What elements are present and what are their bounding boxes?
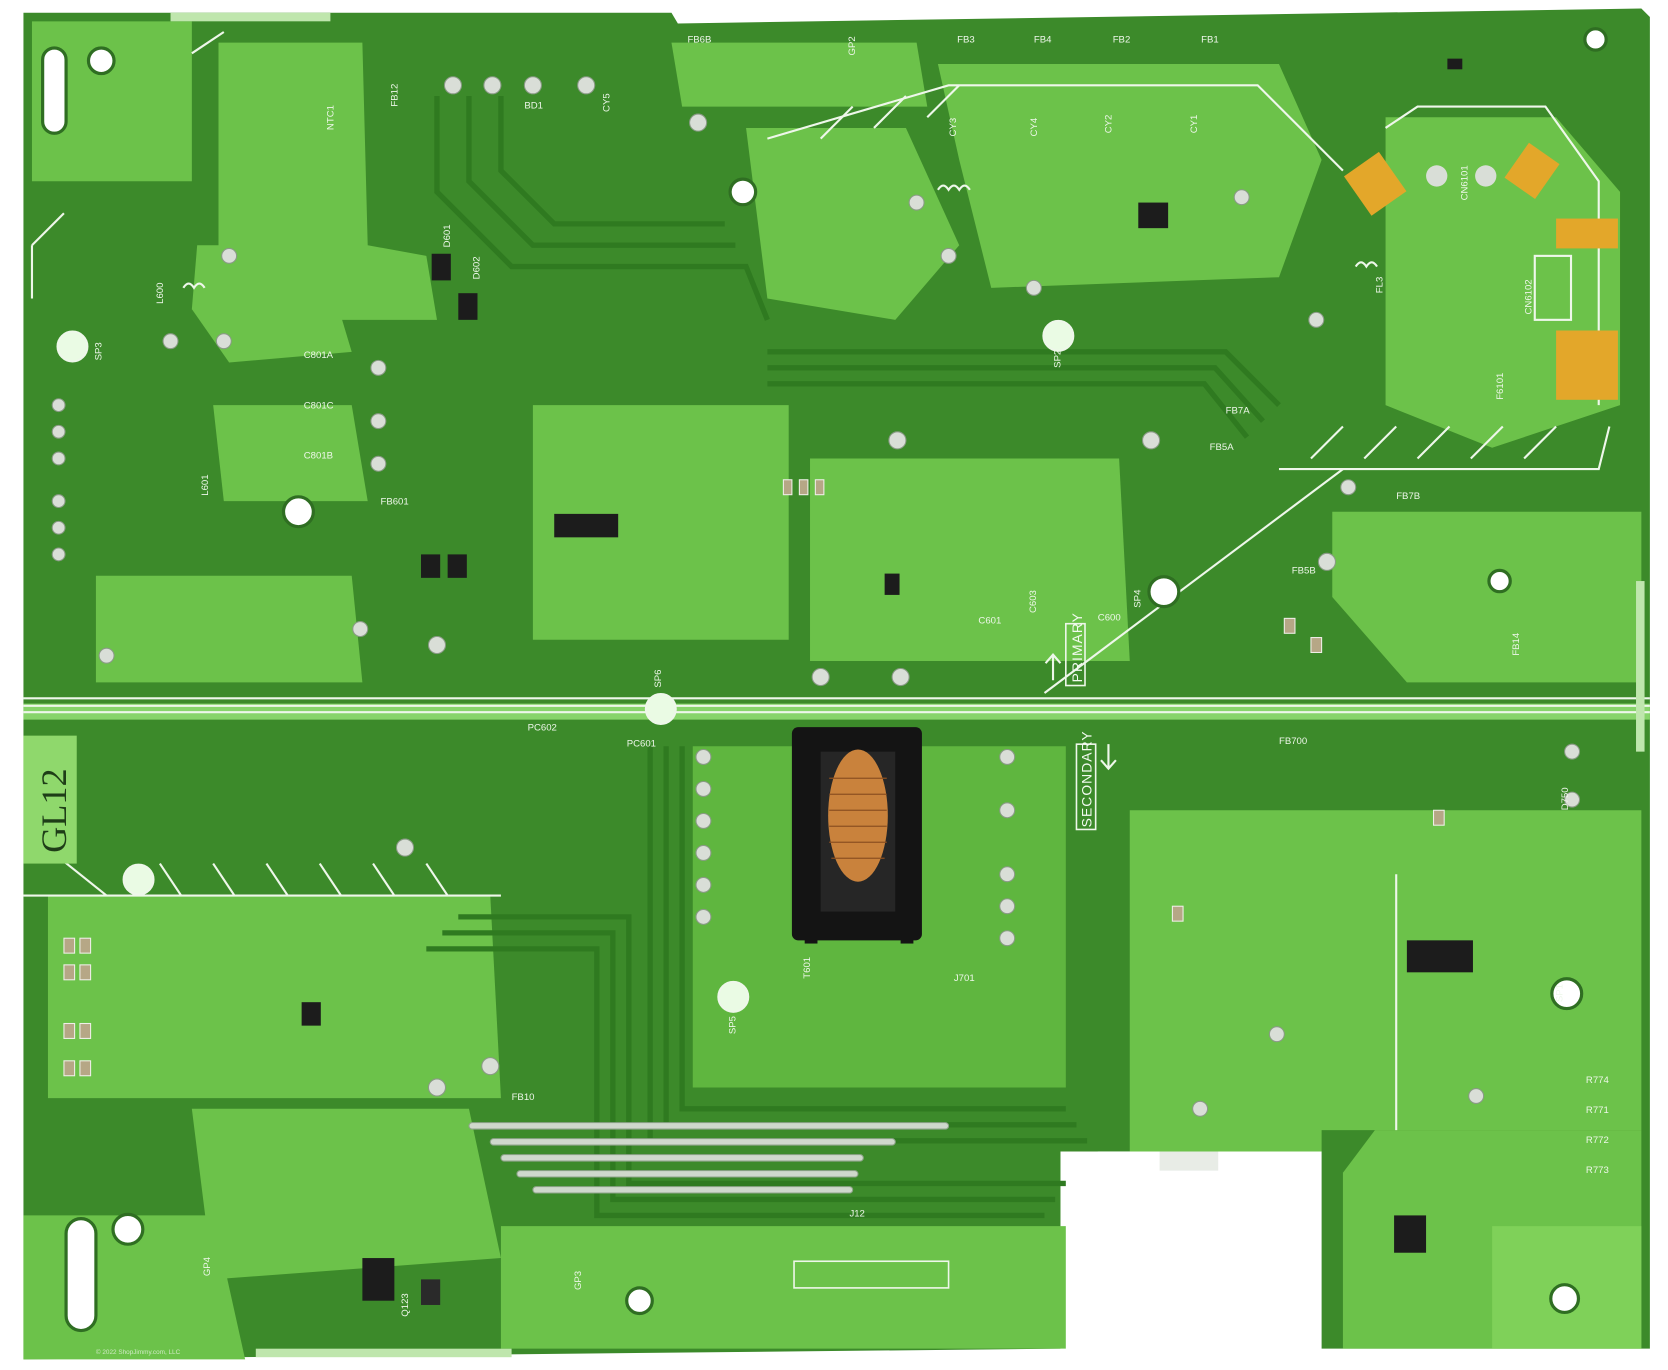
ref-label: GP2 bbox=[847, 36, 858, 55]
cn6102-connector bbox=[1533, 218, 1618, 400]
ref-label: FB3 bbox=[957, 35, 975, 46]
arrow-down-icon bbox=[1100, 744, 1117, 771]
heatsink-slots bbox=[468, 1122, 950, 1194]
ref-label: FB7B bbox=[1396, 491, 1420, 502]
ref-label: F6101 bbox=[1495, 373, 1506, 400]
secondary-box bbox=[1075, 743, 1097, 831]
ref-label: R772 bbox=[1586, 1135, 1609, 1146]
smd-passives bbox=[63, 479, 1445, 1077]
ref-label: FB700 bbox=[1279, 736, 1307, 747]
edge-strips bbox=[170, 12, 1645, 1358]
ref-label: NTC1 bbox=[326, 105, 337, 130]
smd-ics bbox=[301, 58, 1473, 1305]
ref-label: FB2 bbox=[1113, 35, 1131, 46]
ref-label: PC601 bbox=[627, 738, 656, 749]
mounting-holes bbox=[41, 27, 1608, 1333]
test-point-rings bbox=[56, 319, 1075, 1013]
ref-label: D601 bbox=[442, 224, 453, 247]
ref-label: C801C bbox=[304, 400, 334, 411]
ref-label: SP1 bbox=[1554, 984, 1565, 1002]
ref-label: GP3 bbox=[573, 1271, 584, 1290]
ref-label: D750 bbox=[1560, 787, 1571, 810]
ref-label: L600 bbox=[155, 283, 166, 304]
ref-label: CY2 bbox=[1104, 115, 1115, 134]
header-connector bbox=[793, 1260, 950, 1289]
ref-label: GP4 bbox=[202, 1256, 213, 1276]
ref-label: Q123 bbox=[400, 1293, 411, 1316]
ref-label: R771 bbox=[1586, 1105, 1609, 1116]
ref-label: SP6 bbox=[653, 670, 664, 688]
ref-label: C600 bbox=[1098, 612, 1121, 623]
ref-label: FB6B bbox=[687, 35, 711, 46]
ref-label: T601 bbox=[802, 957, 813, 979]
ref-label: FB5A bbox=[1210, 442, 1235, 453]
silkscreen-lines bbox=[23, 31, 1650, 1131]
ref-label: R773 bbox=[1586, 1165, 1609, 1176]
primary-box bbox=[1065, 622, 1086, 687]
ref-label: PC602 bbox=[528, 722, 557, 733]
model-mark-box bbox=[23, 735, 77, 864]
ref-label: FB10 bbox=[512, 1092, 535, 1103]
ref-label: C603 bbox=[1028, 590, 1039, 613]
ref-label: CY3 bbox=[948, 118, 959, 137]
ref-label: FB4 bbox=[1034, 35, 1052, 46]
ref-label: FB1 bbox=[1201, 35, 1219, 46]
copyright-text: © 2022 ShopJimmy.com, LLC bbox=[96, 1348, 181, 1356]
ref-label: SP4 bbox=[1132, 589, 1143, 608]
ref-label: D602 bbox=[472, 256, 483, 279]
ref-label: SP3 bbox=[93, 342, 104, 360]
ref-label: L601 bbox=[200, 474, 211, 495]
ref-label: SP5 bbox=[727, 1016, 738, 1034]
ref-label: FB601 bbox=[380, 496, 408, 507]
ref-label: R774 bbox=[1586, 1075, 1610, 1086]
model-mark: GL12 bbox=[34, 768, 74, 853]
ref-label: BD1 bbox=[524, 101, 543, 112]
ref-label: J701 bbox=[954, 973, 975, 984]
ref-label: CN6101 bbox=[1460, 165, 1471, 200]
ref-label: FL3 bbox=[1374, 277, 1385, 294]
secondary-label: SECONDARY bbox=[1078, 730, 1094, 827]
ref-label: CN6102 bbox=[1524, 279, 1535, 314]
ref-label: CY1 bbox=[1189, 115, 1200, 134]
ref-label: SP2 bbox=[1052, 350, 1063, 368]
ref-label: C801A bbox=[304, 350, 334, 361]
ref-label: C801B bbox=[304, 450, 333, 461]
ref-label: FB14 bbox=[1511, 632, 1522, 656]
reference-designators: FB6B GP2 FB3 FB4 FB2 FB1 BD1 NTC1 FB12 C… bbox=[93, 35, 1609, 1317]
ref-label: C601 bbox=[978, 616, 1001, 627]
ref-label: FB5B bbox=[1292, 566, 1316, 577]
ref-label: FB7A bbox=[1226, 406, 1251, 417]
solder-pads bbox=[51, 76, 1581, 1117]
board-cutout bbox=[1097, 1151, 1322, 1355]
silkscreen-ticks bbox=[158, 84, 1557, 897]
ref-label: J12 bbox=[849, 1208, 864, 1219]
ref-label: CY5 bbox=[602, 93, 613, 112]
ref-label: CY4 bbox=[1029, 117, 1040, 136]
transformer bbox=[791, 727, 922, 944]
primary-label: PRIMARY bbox=[1069, 612, 1085, 682]
connector-housing bbox=[1159, 1149, 1219, 1171]
coils bbox=[182, 184, 1378, 290]
ref-label: FB12 bbox=[390, 84, 401, 107]
copper-pours bbox=[23, 21, 1650, 1360]
cn6101-connector bbox=[1343, 142, 1560, 216]
arrow-up-icon bbox=[1044, 652, 1062, 681]
